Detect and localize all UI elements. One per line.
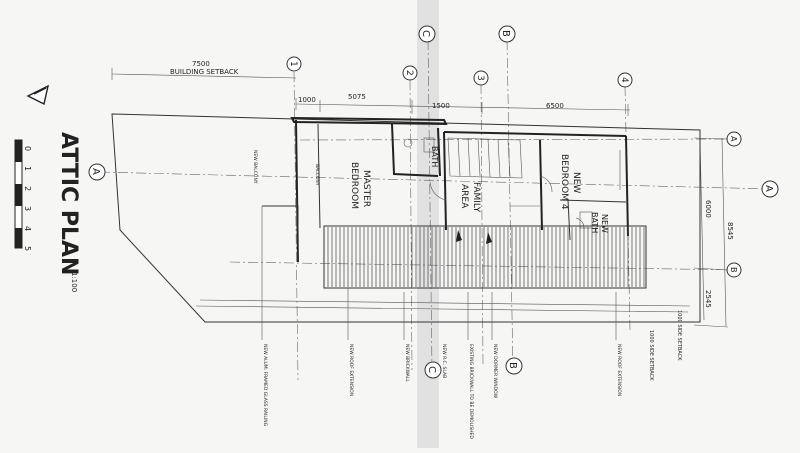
top-dimensions: 7500 BUILDING SETBACK 1000 5075 1500 650…	[111, 60, 631, 116]
room-labels: MASTER BEDROOM FAMILY AREA NEW BEDROOM 4…	[349, 146, 609, 233]
grid-label-a-dim: A	[729, 136, 738, 142]
grid-bubble-4: 4	[617, 72, 633, 88]
dim-6500: 6500	[546, 102, 564, 110]
annotation-notes: NEW BALCONY BALCONY NEW ALUM. FRAMED GLA…	[252, 150, 622, 439]
dim-1000: 1000	[298, 96, 316, 104]
arrow-icon	[486, 232, 492, 244]
dim-5075: 5075	[348, 93, 366, 101]
drawing-title-scale: 1:100	[70, 272, 78, 292]
grid-label-b-bottom: B	[507, 362, 518, 369]
dim-side-setback: 1000 SIDE SETBACK	[676, 310, 682, 361]
grid-label-a-right: A	[763, 185, 774, 192]
note-roof-extension-2: NEW ROOF EXTENSION	[616, 344, 622, 396]
room-family-line1: FAMILY	[471, 182, 481, 213]
grid-bubble-2: 2	[402, 65, 418, 81]
grid-bubble-b-bottom: B	[505, 357, 523, 375]
grid-label-b-dim: B	[729, 267, 738, 273]
note-railing: NEW ALUM. FRAMED GLASS RAILING	[262, 344, 268, 427]
note-brickwall: NEW BRICKWALL	[404, 344, 410, 382]
drawing-title: ATTIC PLAN	[56, 132, 81, 275]
scale-tick-2: 2	[23, 186, 32, 191]
grid-bubble-c-top: C	[418, 25, 436, 43]
grid-label-c-bottom: C	[426, 366, 437, 373]
right-dimensions: 6000 8545 2545 1000 SIDE SETBACK 1000 SI…	[648, 137, 734, 381]
building-outline	[111, 113, 701, 323]
grid-label-3: 3	[475, 75, 485, 81]
note-existing-brickwall: EXISTING BRICKWALL TO BE DEMOLISHED	[468, 344, 474, 439]
grid-label-1: 1	[288, 61, 298, 67]
note-new-balcony: NEW BALCONY	[252, 150, 258, 184]
dim-8545: 8545	[726, 222, 734, 240]
note-roof-extension-1: NEW ROOF EXTENSION	[348, 344, 354, 396]
grid-bubble-1: 1	[286, 56, 302, 72]
room-master-line1: MASTER	[361, 170, 371, 207]
grid-bubble-c-bottom: C	[424, 361, 442, 379]
paper-fold-shadow	[417, 0, 439, 448]
north-arrow-icon	[26, 84, 50, 106]
dim-setback-value: 7500	[192, 60, 210, 68]
scale-tick-3: 3	[23, 206, 32, 211]
room-family-line2: AREA	[459, 184, 469, 209]
dim-2545: 2545	[704, 290, 712, 308]
grid-bubble-3: 3	[473, 70, 489, 86]
scale-tick-5: 5	[23, 246, 32, 251]
room-newbath-line1: NEW	[600, 214, 609, 233]
grid-bubble-b-dim: B	[726, 262, 742, 278]
grid-label-4: 4	[619, 77, 629, 83]
dim-6000: 6000	[704, 200, 712, 218]
scale-tick-0: 0	[23, 146, 32, 151]
grid-label-a-left: A	[90, 168, 101, 175]
dim-1500: 1500	[432, 102, 450, 110]
room-bedroom4-line2: BEDROOM 4	[559, 154, 569, 210]
room-master-line2: BEDROOM	[349, 162, 359, 209]
arrow-icon	[456, 230, 462, 242]
title-block: ATTIC PLAN 1:100	[56, 132, 81, 292]
scale-tick-4: 4	[23, 226, 32, 231]
dim-rear-setback: 1000 SIDE SETBACK	[648, 330, 654, 381]
grid-label-c-top: C	[420, 30, 431, 37]
dim-setback-label: BUILDING SETBACK	[170, 68, 239, 76]
note-balcony: BALCONY	[314, 164, 320, 186]
room-bedroom4-line1: NEW	[571, 172, 581, 193]
scale-bar: 0 1 2 3 4 5	[14, 139, 32, 251]
room-bath: BATH	[430, 146, 439, 167]
room-newbath-line2: BATH	[590, 212, 599, 233]
note-rc-slab: NEW R.C. SLAB	[441, 344, 447, 378]
note-dormer-window: NEW DORMER WINDOW	[492, 344, 498, 399]
grid-bubble-a-dim: A	[726, 131, 742, 147]
grid-label-b-top: B	[500, 30, 511, 37]
scale-tick-1: 1	[23, 166, 32, 171]
grid-bubble-b-top: B	[498, 25, 516, 43]
grid-bubble-a-left: A	[88, 163, 106, 181]
grid-label-2: 2	[404, 70, 414, 76]
roof-extension-hatch	[323, 225, 647, 289]
grid-bubble-a-right: A	[761, 180, 779, 198]
